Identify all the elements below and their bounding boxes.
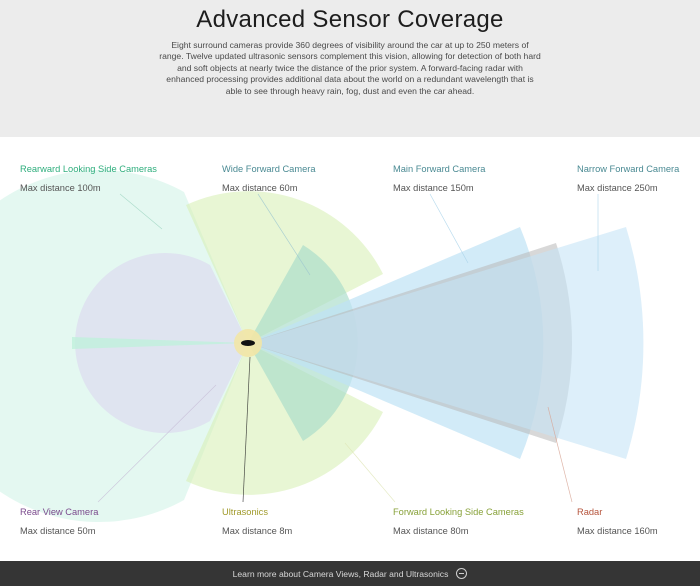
sensor-coverage-diagram: Rearward Looking Side Cameras Max distan… (0, 137, 700, 561)
label-name: Rearward Looking Side Cameras (20, 164, 157, 174)
label-rearward-side-cameras[interactable]: Rearward Looking Side Cameras Max distan… (20, 164, 157, 193)
label-name: Wide Forward Camera (222, 164, 316, 174)
label-name: Narrow Forward Camera (577, 164, 680, 174)
label-distance: Max distance 50m (20, 526, 96, 536)
rear-side-strip (72, 337, 248, 349)
narrow-forward-camera-zone (248, 227, 644, 459)
label-distance: Max distance 250m (577, 183, 658, 193)
label-wide-forward-camera[interactable]: Wide Forward Camera Max distance 60m (222, 164, 316, 193)
label-rear-view-camera[interactable]: Rear View Camera Max distance 50m (20, 507, 98, 536)
page-title: Advanced Sensor Coverage (196, 6, 504, 33)
label-name: Forward Looking Side Cameras (393, 507, 524, 517)
forward-side-camera-zone (186, 191, 383, 343)
label-name: Rear View Camera (20, 507, 99, 517)
label-main-forward-camera[interactable]: Main Forward Camera Max distance 150m (393, 164, 485, 193)
header-section: Advanced Sensor Coverage Eight surround … (0, 0, 700, 137)
forward-side-camera-zone-lower (186, 343, 383, 495)
footer-bar: Learn more about Camera Views, Radar and… (0, 561, 700, 586)
label-ultrasonics[interactable]: Ultrasonics Max distance 8m (222, 507, 292, 536)
label-radar[interactable]: Radar Max distance 160m (577, 507, 658, 536)
label-forward-side-cameras[interactable]: Forward Looking Side Cameras Max distanc… (393, 507, 524, 536)
label-distance: Max distance 60m (222, 183, 298, 193)
label-distance: Max distance 100m (20, 183, 101, 193)
label-distance: Max distance 150m (393, 183, 474, 193)
label-distance: Max distance 80m (393, 526, 469, 536)
label-name: Main Forward Camera (393, 164, 486, 174)
car-icon (241, 340, 255, 346)
page-description: Eight surround cameras provide 360 degre… (159, 40, 541, 96)
label-distance: Max distance 8m (222, 526, 293, 536)
label-name: Radar (577, 507, 603, 517)
minus-circle-icon[interactable] (456, 568, 468, 579)
label-narrow-forward-camera[interactable]: Narrow Forward Camera Max distance 250m (577, 164, 679, 193)
label-distance: Max distance 160m (577, 526, 658, 536)
learn-more-link[interactable]: Learn more about Camera Views, Radar and… (232, 568, 449, 579)
coverage-graphic (0, 170, 644, 522)
label-name: Ultrasonics (222, 507, 268, 517)
